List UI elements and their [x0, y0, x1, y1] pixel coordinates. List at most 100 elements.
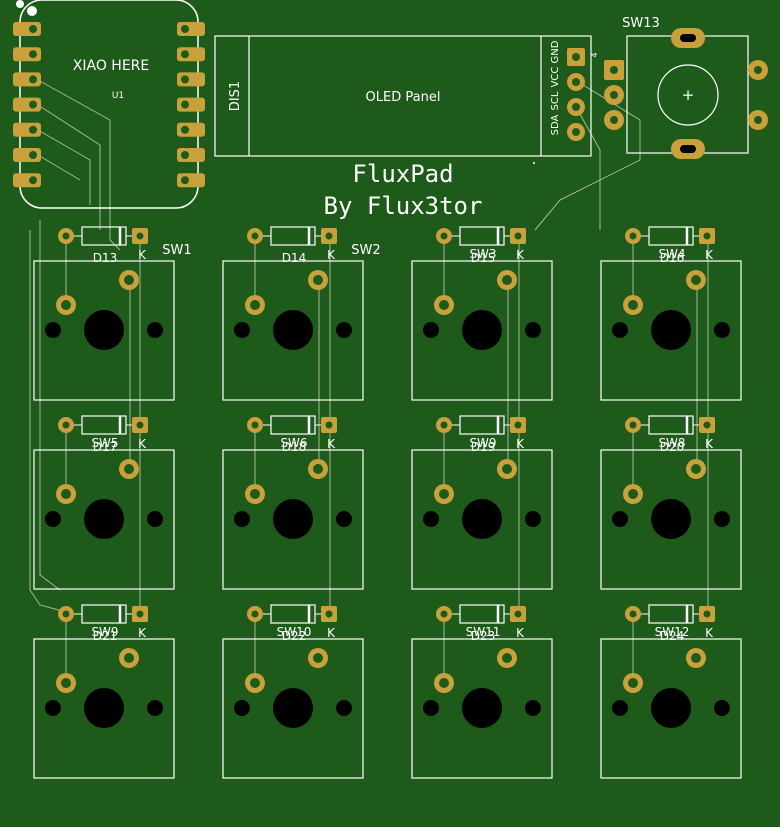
- switch-ref: SW9: [469, 436, 496, 450]
- diode-pad-hole: [251, 610, 259, 618]
- switch-ref: SW5: [91, 436, 118, 450]
- trace: [37, 104, 101, 230]
- switch-pad-hole: [439, 678, 449, 688]
- switch-outline: [222, 449, 364, 590]
- trace: [534, 79, 641, 231]
- switch-mount-hole: [336, 511, 352, 527]
- oled-pad-hole: [572, 103, 580, 111]
- switch-ref: SW10: [277, 625, 312, 639]
- switch-pad-hole: [691, 653, 701, 663]
- mcu-pad-hole: [29, 151, 37, 159]
- switch-pad-hole: [502, 275, 512, 285]
- encoder-pad-hole: [754, 66, 762, 74]
- diode-body: [459, 604, 505, 624]
- oled-pad-hole: [572, 53, 580, 61]
- switch-outline: [222, 260, 364, 401]
- diode-cathode-label: K: [516, 248, 525, 262]
- diode-pad-hole: [629, 421, 637, 429]
- diode-pad-hole: [136, 421, 144, 429]
- switch-center-hole: [462, 499, 502, 539]
- mcu-pad-hole: [29, 125, 37, 134]
- trace: [37, 129, 91, 205]
- mcu-pad-hole: [181, 125, 189, 134]
- switch-pad-hole: [313, 464, 323, 474]
- diode-body: [270, 226, 316, 246]
- switch-center-hole: [651, 310, 691, 350]
- switch-center-hole: [273, 310, 313, 350]
- diode-pad-hole: [251, 232, 259, 240]
- encoder-pad-hole: [610, 91, 618, 99]
- encoder-knob-outline: [657, 64, 719, 126]
- oled-pin-label-gnd: GND: [550, 40, 561, 63]
- diode-pad-hole: [325, 421, 333, 429]
- diode-cathode-label: K: [705, 626, 714, 640]
- diode-pad-hole: [251, 421, 259, 429]
- mcu-pad-hole: [29, 50, 37, 59]
- switch-pad-hole: [439, 489, 449, 499]
- switch-pad-hole: [250, 300, 260, 310]
- diode-pad-hole: [325, 610, 333, 618]
- switch-ref: SW1: [162, 243, 191, 258]
- switch-ref: SW2: [351, 243, 380, 258]
- switch-mount-hole: [45, 322, 61, 338]
- pin1-marker: [16, 0, 24, 8]
- switch-pad-hole: [628, 678, 638, 688]
- encoder-pad-hole: [610, 66, 618, 74]
- switch-mount-hole: [147, 322, 163, 338]
- diode-pad-hole: [440, 610, 448, 618]
- diode-body: [270, 415, 316, 435]
- switch-pad-hole: [502, 464, 512, 474]
- rotary-encoder: + SW13: [604, 16, 768, 159]
- oled-label: OLED Panel: [366, 90, 441, 105]
- diode-body: [648, 415, 694, 435]
- mcu-pad-hole: [181, 75, 189, 84]
- mcu-pads-right: [177, 22, 205, 188]
- switch-mount-hole: [525, 511, 541, 527]
- trace: [39, 220, 61, 591]
- switch-ref: SW12: [655, 625, 690, 639]
- trace: [29, 230, 67, 613]
- diode-body: [459, 415, 505, 435]
- switch-mount-hole: [714, 511, 730, 527]
- switch-outline: [222, 638, 364, 779]
- switch-pad-hole: [124, 464, 134, 474]
- diode-cathode-label: K: [516, 437, 525, 451]
- switch-mount-hole: [234, 511, 250, 527]
- diode-body: [648, 604, 694, 624]
- diode-body: [81, 226, 127, 246]
- switch-ref: SW11: [466, 625, 501, 639]
- switch-center-hole: [462, 310, 502, 350]
- switch-mount-hole: [714, 322, 730, 338]
- switch-center-hole: [273, 499, 313, 539]
- diode-ref: D13: [93, 251, 118, 265]
- diode-pad-hole: [629, 610, 637, 618]
- switch-mount-hole: [525, 322, 541, 338]
- mcu-pad-hole: [29, 176, 37, 185]
- switch-ref: SW6: [280, 436, 307, 450]
- switch-pad-hole: [313, 653, 323, 663]
- switch-pad-hole: [439, 300, 449, 310]
- diode-body: [81, 415, 127, 435]
- switch-pad-hole: [628, 489, 638, 499]
- diode-body: [648, 226, 694, 246]
- oled-pad-hole: [572, 78, 580, 86]
- switch-pad-hole: [61, 489, 71, 499]
- diode-pad-hole: [62, 610, 70, 618]
- mcu-pad-hole: [181, 100, 189, 109]
- encoder-ref: SW13: [622, 16, 660, 31]
- oled-pads: [567, 48, 585, 141]
- diode-ref: D14: [282, 251, 307, 265]
- switch-pad-hole: [250, 489, 260, 499]
- diode-cathode-label: K: [327, 626, 336, 640]
- diode-pad-hole: [703, 610, 711, 618]
- diode-body: [459, 226, 505, 246]
